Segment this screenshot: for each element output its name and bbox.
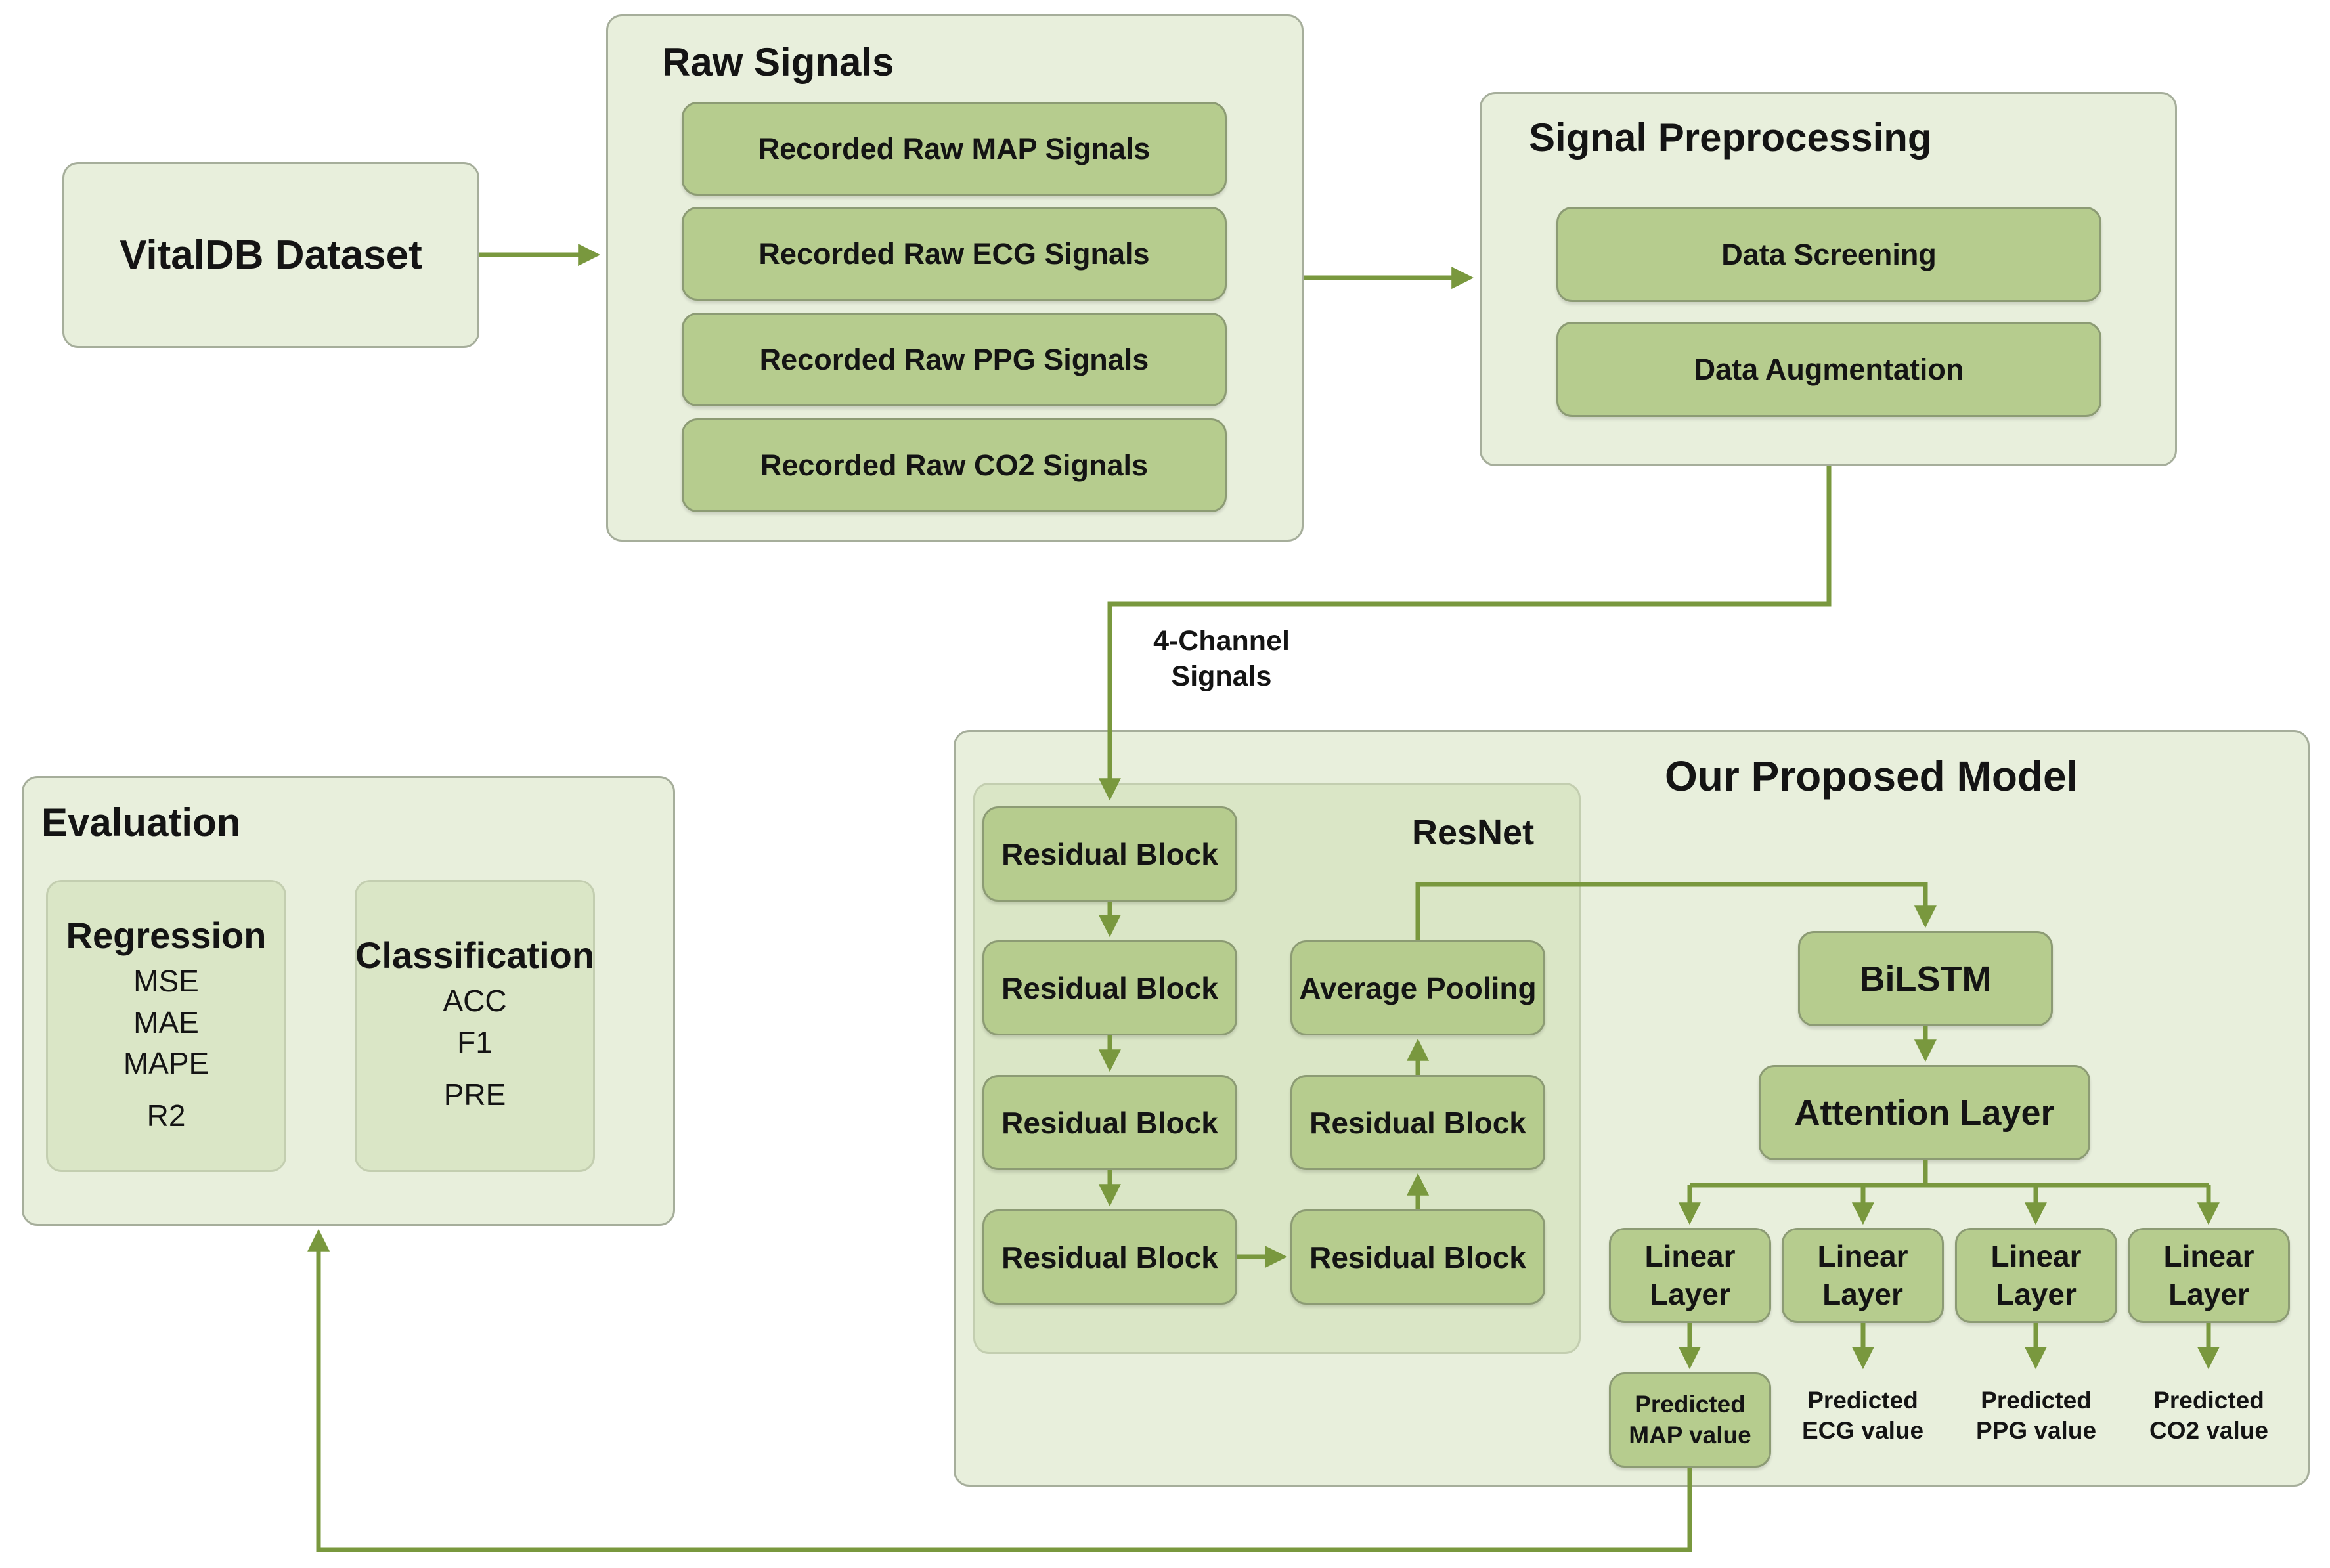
linear-layer-map-line2: Layer bbox=[1650, 1276, 1730, 1311]
signal-preprocessing-title: Signal Preprocessing bbox=[1529, 116, 1932, 160]
regression-metric-mse: MSE bbox=[133, 964, 199, 998]
residual-block-1: Residual Block bbox=[982, 806, 1237, 902]
linear-layer-co2-line1: Linear bbox=[2163, 1239, 2254, 1273]
linear-layer-co2: Linear Layer bbox=[2128, 1228, 2290, 1323]
classification-title: Classification bbox=[355, 934, 595, 976]
four-channel-line2: Signals bbox=[1171, 660, 1272, 692]
classification-metric-acc: ACC bbox=[443, 984, 507, 1018]
four-channel-line1: 4-Channel bbox=[1153, 625, 1290, 657]
classification-metric-pre: PRE bbox=[443, 1078, 506, 1112]
predicted-ecg-line2: ECG value bbox=[1801, 1417, 1924, 1445]
linear-layer-ecg: Linear Layer bbox=[1782, 1228, 1944, 1323]
arrow-preprocessing-to-resnet bbox=[1098, 466, 1832, 801]
attention-layer-block: Attention Layer bbox=[1759, 1065, 2090, 1160]
predicted-map-line2: MAP value bbox=[1629, 1421, 1751, 1448]
regression-title: Regression bbox=[66, 915, 267, 956]
proposed-model-title: Our Proposed Model bbox=[1665, 752, 2078, 800]
arrow-pooling-to-bilstm bbox=[1415, 882, 1937, 940]
raw-ppg-signals-block: Recorded Raw PPG Signals bbox=[682, 313, 1227, 406]
predicted-ppg-line1: Predicted bbox=[1981, 1387, 2092, 1414]
predicted-co2-line2: CO2 value bbox=[2149, 1417, 2268, 1445]
linear-layer-ppg-line2: Layer bbox=[1996, 1276, 2077, 1311]
average-pooling-block: Average Pooling bbox=[1290, 940, 1545, 1035]
linear-layer-ecg-line1: Linear bbox=[1817, 1239, 1908, 1273]
predicted-map-value-block: Predicted MAP value bbox=[1609, 1372, 1771, 1468]
raw-ecg-signals-block: Recorded Raw ECG Signals bbox=[682, 207, 1227, 301]
linear-layer-ppg-line1: Linear bbox=[1990, 1239, 2082, 1273]
predicted-ecg-value-label: Predicted ECG value bbox=[1782, 1385, 1944, 1447]
residual-block-4: Residual Block bbox=[982, 1209, 1237, 1305]
regression-metric-r2: R2 bbox=[146, 1099, 186, 1133]
linear-layer-map: Linear Layer bbox=[1609, 1228, 1771, 1323]
data-screening-block: Data Screening bbox=[1556, 207, 2101, 302]
linear-layer-ecg-line2: Layer bbox=[1822, 1276, 1903, 1311]
arrow-output-to-evaluation bbox=[307, 1229, 1692, 1552]
classification-metric-f1: F1 bbox=[457, 1025, 493, 1059]
raw-co2-signals-block: Recorded Raw CO2 Signals bbox=[682, 418, 1227, 512]
residual-block-5: Residual Block bbox=[1290, 1209, 1545, 1305]
linear-layer-map-line1: Linear bbox=[1644, 1239, 1736, 1273]
regression-metric-mape: MAPE bbox=[123, 1046, 209, 1080]
predicted-ppg-value-label: Predicted PPG value bbox=[1955, 1385, 2117, 1447]
predicted-co2-line1: Predicted bbox=[2153, 1387, 2264, 1414]
predicted-map-line1: Predicted bbox=[1635, 1391, 1746, 1418]
raw-map-signals-block: Recorded Raw MAP Signals bbox=[682, 102, 1227, 196]
raw-signals-title: Raw Signals bbox=[662, 40, 894, 84]
residual-block-2: Residual Block bbox=[982, 940, 1237, 1035]
data-augmentation-block: Data Augmentation bbox=[1556, 322, 2101, 417]
predicted-ecg-line1: Predicted bbox=[1807, 1387, 1918, 1414]
classification-group bbox=[355, 880, 595, 1172]
predicted-ppg-line2: PPG value bbox=[1975, 1417, 2097, 1445]
linear-layer-ppg: Linear Layer bbox=[1955, 1228, 2117, 1323]
linear-layer-co2-line2: Layer bbox=[2168, 1276, 2249, 1311]
resnet-title: ResNet bbox=[1412, 813, 1535, 852]
regression-group bbox=[46, 880, 286, 1172]
vitaldb-dataset-label: VitalDB Dataset bbox=[120, 232, 422, 278]
residual-block-3: Residual Block bbox=[982, 1075, 1237, 1170]
regression-metric-mae: MAE bbox=[133, 1005, 199, 1039]
residual-block-6: Residual Block bbox=[1290, 1075, 1545, 1170]
vitaldb-dataset-node: VitalDB Dataset bbox=[62, 162, 479, 348]
four-channel-signals-label: 4-Channel Signals bbox=[1090, 624, 1353, 695]
predicted-co2-value-label: Predicted CO2 value bbox=[2128, 1385, 2290, 1447]
evaluation-title: Evaluation bbox=[41, 800, 241, 844]
bilstm-block: BiLSTM bbox=[1798, 931, 2053, 1026]
